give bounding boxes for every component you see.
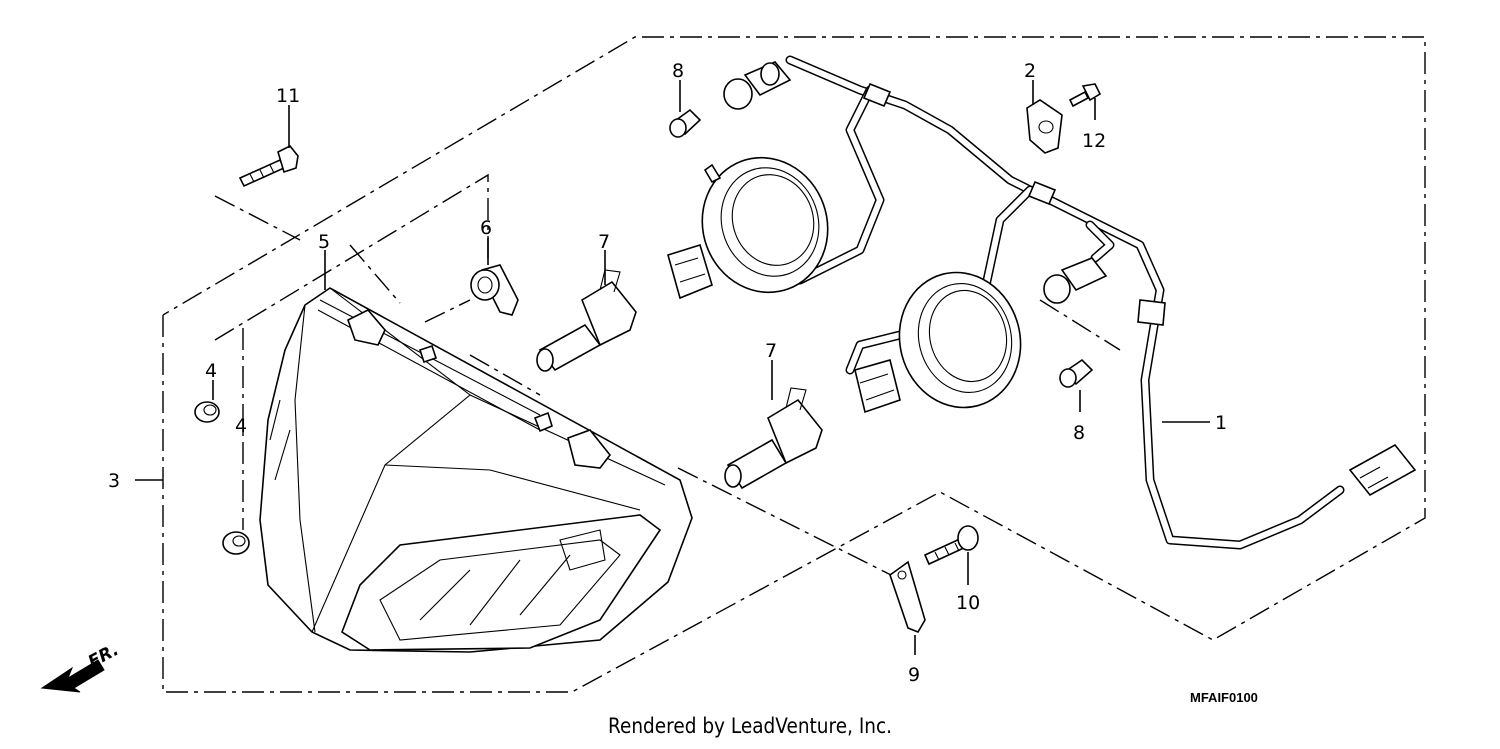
bolt-11 — [238, 144, 299, 188]
grommet-lower — [222, 531, 250, 555]
footer-credit: Rendered by LeadVenture, Inc. — [607, 714, 893, 738]
bolt-10 — [923, 525, 979, 566]
dust-cover-upper — [701, 156, 829, 294]
callout-2: 2 — [1024, 60, 1036, 82]
callout-7-upper: 7 — [598, 231, 610, 253]
front-direction-arrow: FR. — [40, 640, 122, 693]
leader-lines — [135, 80, 1210, 655]
socket-wire-upper — [723, 61, 792, 110]
wedge-bulb-8-upper — [669, 108, 702, 138]
stay-9 — [889, 560, 926, 633]
callout-4-upper: 4 — [205, 360, 217, 382]
connector-upper — [667, 243, 713, 300]
callout-5: 5 — [318, 231, 330, 253]
socket-6 — [470, 264, 519, 316]
callout-11: 11 — [276, 85, 300, 107]
callout-1: 1 — [1215, 412, 1227, 434]
headlight-housing — [259, 287, 693, 653]
bracket-2 — [1026, 99, 1063, 154]
grommet-upper — [194, 401, 220, 423]
connector-lower — [854, 359, 901, 414]
wedge-bulb-8-lower — [1059, 358, 1094, 388]
callout-8-lower: 8 — [1073, 422, 1085, 444]
callout-3: 3 — [108, 470, 120, 492]
bulb-7-upper — [536, 269, 637, 372]
bulb-7-lower — [724, 387, 823, 490]
callout-12: 12 — [1082, 130, 1106, 152]
socket-wire-right — [1043, 257, 1108, 304]
callout-8-upper: 8 — [672, 60, 684, 82]
assembly-boundaries — [162, 36, 1426, 693]
screw-12 — [1068, 83, 1102, 108]
callout-10: 10 — [956, 592, 980, 614]
callout-6: 6 — [480, 217, 492, 239]
diagram-code: MFAIF0100 — [1190, 690, 1258, 705]
callout-4-lower: 4 — [235, 415, 247, 437]
callout-9: 9 — [908, 664, 920, 686]
dust-cover-lower — [898, 271, 1022, 409]
callout-7-lower: 7 — [765, 340, 777, 362]
